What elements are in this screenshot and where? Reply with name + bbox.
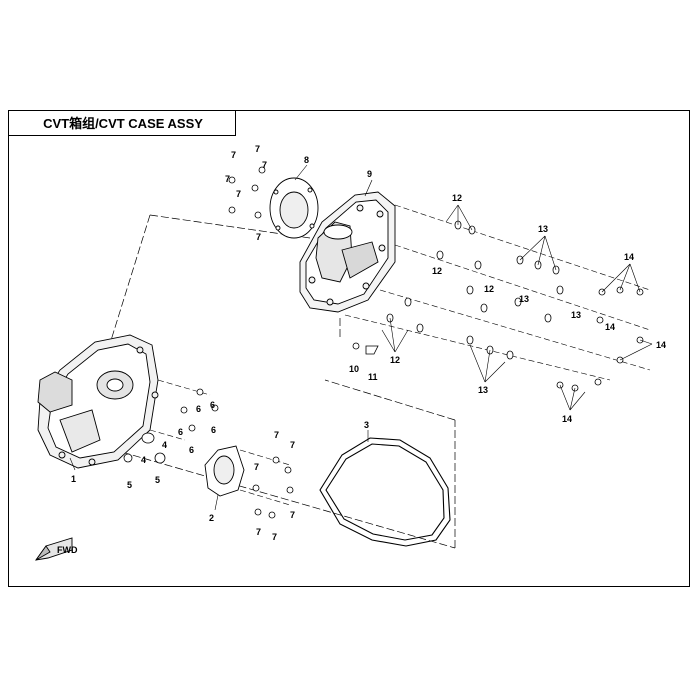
callout-14c: 14 (656, 340, 666, 350)
fwd-label: FWD (57, 545, 78, 555)
callout-6c: 6 (178, 427, 183, 437)
callout-14d: 14 (562, 414, 572, 424)
callout-13a: 13 (538, 224, 548, 234)
assembly-dashed-envelope (79, 214, 456, 549)
callout-12b: 12 (432, 266, 442, 276)
callout-14a: 14 (624, 252, 634, 262)
callout-9: 9 (367, 169, 372, 179)
fasteners (123, 166, 644, 519)
small-cover-2 (204, 445, 245, 497)
callout-7d: 7 (225, 174, 230, 184)
cvt-main-case-1 (37, 334, 159, 469)
callout-12c: 12 (484, 284, 494, 294)
callout-11: 11 (368, 372, 378, 382)
callout-5b: 5 (155, 475, 160, 485)
callout-7h: 7 (290, 440, 295, 450)
callout-7g: 7 (274, 430, 279, 440)
callout-6d: 6 (211, 425, 216, 435)
callout-12a: 12 (452, 193, 462, 203)
diagram-frame (8, 110, 690, 587)
callout-14b: 14 (605, 322, 615, 332)
callout-2: 2 (209, 513, 214, 523)
callout-5a: 5 (127, 480, 132, 490)
callout-7k: 7 (256, 527, 261, 537)
callout-7f: 7 (256, 232, 261, 242)
callout-7j: 7 (290, 510, 295, 520)
fastener-leaders (149, 204, 651, 506)
fwd-arrow-icon (35, 537, 73, 561)
gasket-3 (319, 437, 451, 547)
callout-12d: 12 (390, 355, 400, 365)
callout-7a: 7 (255, 144, 260, 154)
callout-13b: 13 (519, 294, 529, 304)
callout-7i: 7 (254, 462, 259, 472)
title-box: CVT箱组/CVT CASE ASSY (8, 110, 236, 136)
callout-labels: 1 2 3 4 4 5 5 6 6 6 6 6 7 7 7 7 7 7 7 7 … (71, 144, 666, 542)
callout-4a: 4 (141, 455, 146, 465)
callout-6e: 6 (189, 445, 194, 455)
callout-7b: 7 (231, 150, 236, 160)
callout-1: 1 (71, 474, 76, 484)
cover-plate-8 (269, 177, 319, 239)
callout-13d: 13 (478, 385, 488, 395)
callout-13c: 13 (571, 310, 581, 320)
callout-6b: 6 (210, 400, 215, 410)
cvt-outer-cover-9 (299, 191, 396, 313)
callout-4b: 4 (162, 440, 167, 450)
callout-3: 3 (364, 420, 369, 430)
callout-10: 10 (349, 364, 359, 374)
callout-7l: 7 (272, 532, 277, 542)
callout-7e: 7 (236, 189, 241, 199)
callout-8: 8 (304, 155, 309, 165)
callout-7c: 7 (262, 160, 267, 170)
callout-6a: 6 (196, 404, 201, 414)
diagram-title: CVT箱组/CVT CASE ASSY (43, 116, 203, 131)
callout-leaders (69, 164, 653, 511)
